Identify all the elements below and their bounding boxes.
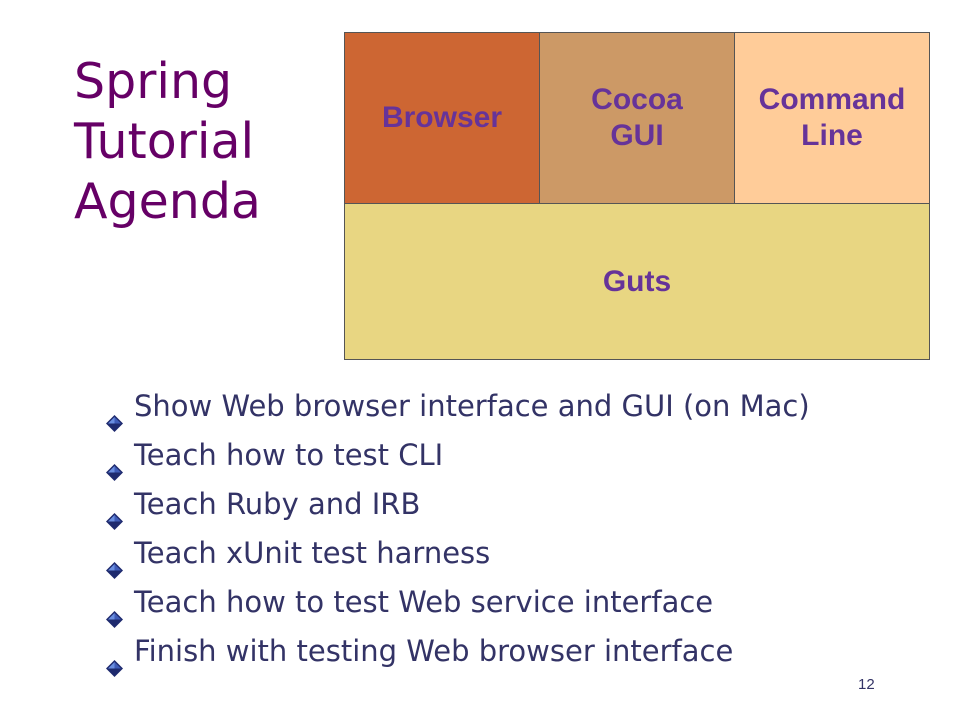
cocoa-gui-layer-label: Cocoa GUI	[591, 83, 683, 152]
list-item: Teach how to test CLI	[104, 431, 810, 481]
page-number: 12	[858, 676, 875, 693]
command-line-layer-label: Command Line	[758, 83, 906, 152]
title-line-3: Agenda	[74, 173, 261, 230]
list-item: Finish with testing Web browser interfac…	[104, 627, 810, 677]
diamond-bullet-icon	[106, 496, 123, 530]
guts-layer-box: Guts	[344, 203, 930, 360]
architecture-diagram: Browser Cocoa GUI Command Line Guts	[344, 32, 930, 360]
list-item-text: Teach how to test CLI	[134, 438, 444, 472]
diamond-bullet-icon	[106, 643, 123, 677]
list-item-text: Show Web browser interface and GUI (on M…	[134, 389, 810, 423]
list-item-text: Finish with testing Web browser interfac…	[134, 634, 734, 668]
list-item-text: Teach Ruby and IRB	[134, 487, 421, 521]
list-item: Teach Ruby and IRB	[104, 480, 810, 530]
agenda-list: Show Web browser interface and GUI (on M…	[104, 382, 810, 677]
diamond-bullet-icon	[106, 545, 123, 579]
list-item-text: Teach how to test Web service interface	[134, 585, 714, 619]
browser-layer-box: Browser	[344, 32, 540, 204]
guts-layer-label: Guts	[602, 264, 672, 298]
list-item: Show Web browser interface and GUI (on M…	[104, 382, 810, 432]
diamond-bullet-icon	[106, 447, 123, 481]
browser-layer-label: Browser	[381, 101, 503, 134]
title-line-2: Tutorial	[74, 113, 255, 170]
title-line-1: Spring	[74, 53, 233, 110]
list-item: Teach xUnit test harness	[104, 529, 810, 579]
diamond-bullet-icon	[106, 594, 123, 628]
list-item-text: Teach xUnit test harness	[134, 536, 491, 570]
diamond-bullet-icon	[106, 398, 123, 432]
slide-title: Spring Tutorial Agenda	[74, 52, 261, 232]
command-line-layer-box: Command Line	[734, 32, 930, 204]
list-item: Teach how to test Web service interface	[104, 578, 810, 628]
cocoa-gui-layer-box: Cocoa GUI	[539, 32, 735, 204]
